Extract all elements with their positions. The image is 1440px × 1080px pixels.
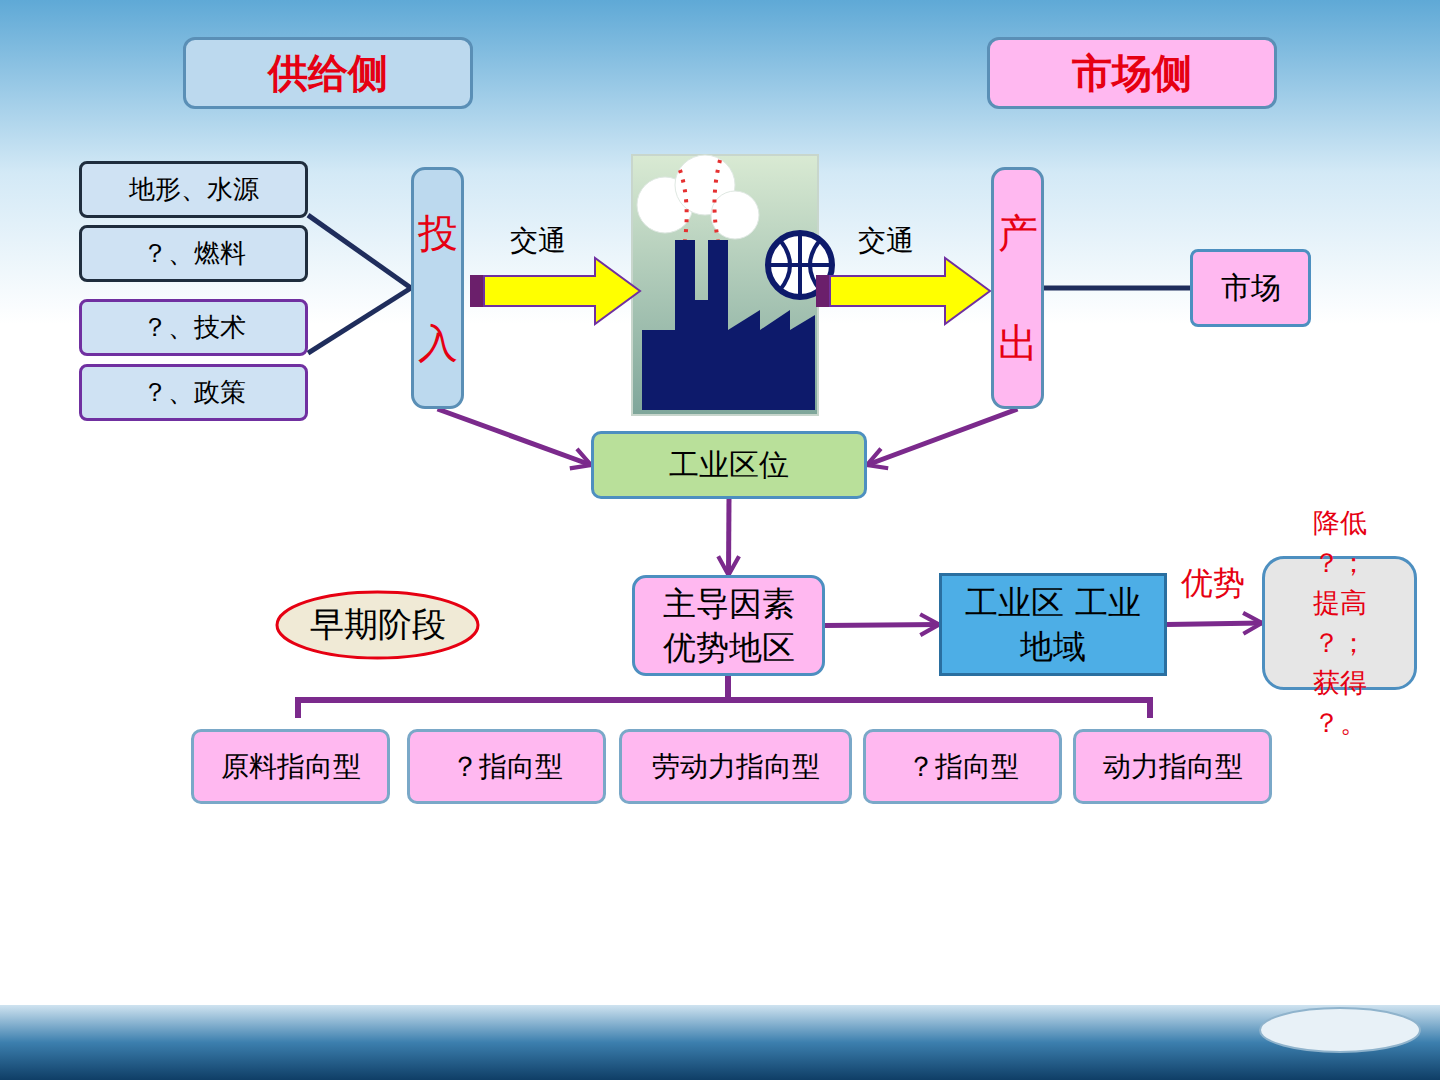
node-text: 工业区位 <box>669 445 789 486</box>
node-text: 市场侧 <box>1072 46 1192 101</box>
market-box: 市场 <box>1190 249 1311 327</box>
node-text: 产 出 <box>994 178 1041 398</box>
node-text: 动力指向型 <box>1103 748 1243 786</box>
location-box: 工业区位 <box>591 431 867 499</box>
type-box: 原料指向型 <box>191 729 390 804</box>
connector-arrow <box>867 409 1018 465</box>
node-text: 市场 <box>1221 268 1281 309</box>
factor-box: 主导因素 优势地区 <box>632 575 825 676</box>
connector-arrow <box>308 288 411 353</box>
node-text: 地形、水源 <box>129 172 259 207</box>
factor-box: ？、技术 <box>79 299 308 356</box>
footer-band <box>0 1005 1440 1080</box>
node-text: 投 入 <box>414 178 461 398</box>
connector-arrow <box>825 625 939 626</box>
transport-label: 交通 <box>510 222 566 260</box>
node-text: ？、政策 <box>142 375 246 410</box>
region-box: 工业区 工业地域 <box>939 573 1167 676</box>
group-bracket <box>298 676 1150 718</box>
factor-box: 地形、水源 <box>79 161 308 218</box>
ellipse-shape <box>277 592 478 658</box>
type-box: 动力指向型 <box>1073 729 1272 804</box>
transport-label: 交通 <box>858 222 914 260</box>
heading-box: 市场侧 <box>987 37 1277 109</box>
node-text: 工业区 工业地域 <box>962 581 1144 669</box>
type-box: 劳动力指向型 <box>619 729 852 804</box>
stage-ellipse: 早期阶段 <box>275 590 480 660</box>
connector-arrow <box>726 499 732 575</box>
node-text: ？指向型 <box>907 748 1019 786</box>
node-text: 原料指向型 <box>221 748 361 786</box>
input-bar: 投 入 <box>411 167 464 409</box>
factory-illustration <box>632 155 832 415</box>
connector-arrow <box>1167 623 1262 625</box>
node-text: 降低 ？； 提高 ？； 获得 ？。 <box>1295 503 1384 743</box>
node-text: ？、技术 <box>142 310 246 345</box>
edge-label: 优势 <box>1181 562 1245 606</box>
factor-box: ？、燃料 <box>79 225 308 282</box>
output-bar: 产 出 <box>991 167 1044 409</box>
node-text: ？、燃料 <box>142 236 246 271</box>
connector-arrow <box>308 215 411 288</box>
type-box: ？指向型 <box>407 729 606 804</box>
transport-arrow <box>816 258 990 324</box>
result-box: 降低 ？； 提高 ？； 获得 ？。 <box>1262 556 1417 690</box>
globe-decoration <box>1260 1008 1420 1052</box>
node-text: 供给侧 <box>268 46 388 101</box>
heading-box: 供给侧 <box>183 37 473 109</box>
node-text: 主导因素 优势地区 <box>649 582 808 670</box>
node-text: 早期阶段 <box>310 602 446 648</box>
connector-arrow <box>438 409 592 465</box>
factor-box: ？、政策 <box>79 364 308 421</box>
transport-arrow <box>470 258 640 324</box>
node-text: 劳动力指向型 <box>652 748 820 786</box>
node-text: ？指向型 <box>451 748 563 786</box>
connector-arrow <box>1044 286 1190 291</box>
type-box: ？指向型 <box>863 729 1062 804</box>
